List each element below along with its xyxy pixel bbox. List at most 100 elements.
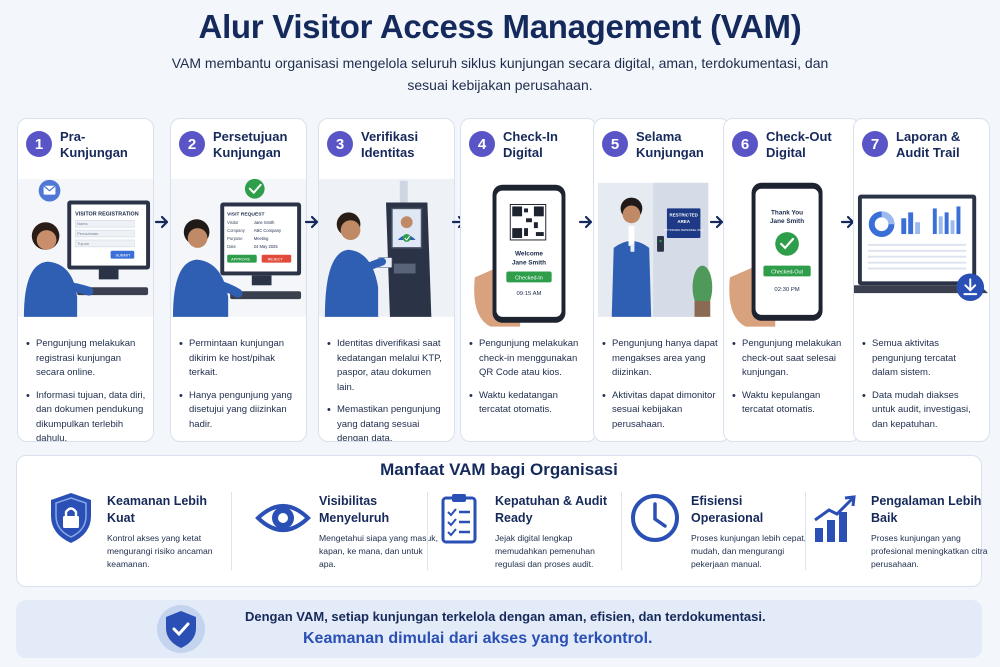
bullet-item: Memastikan pengunjung yang datang sesuai… (325, 403, 448, 441)
shield-lock-icon (51, 493, 91, 543)
clipboard-checklist-icon (441, 494, 477, 544)
step-bullets: Pengunjung melakukan check-in menggunaka… (467, 337, 590, 426)
svg-text:Checked-Out: Checked-Out (771, 269, 803, 275)
svg-text:Jane Smith: Jane Smith (512, 260, 546, 267)
benefits-panel: Manfaat VAM bagi Organisasi Keamanan Leb… (16, 455, 988, 587)
bullet-item: Pengunjung melakukan check-in menggunaka… (467, 337, 590, 381)
arrow-right-icon (304, 215, 319, 229)
step-header: 1 Pra-Kunjungan (26, 129, 149, 169)
bullet-item: Pengunjung melakukan registrasi kunjunga… (24, 337, 147, 381)
step-title: Laporan & Audit Trail (896, 129, 961, 160)
benefit-desc: Kontrol akses yang ketat mengurangi risi… (107, 533, 213, 569)
step-card-check-in-digital: 4 Check-In Digital Welcome Jane Smith Ch… (460, 118, 597, 442)
svg-text:Visitor: Visitor (227, 220, 239, 225)
growth-chart-icon (814, 495, 856, 542)
svg-text:Purpose: Purpose (227, 236, 243, 241)
bullet-item: Aktivitas dapat dimonitor sesuai kebijak… (600, 389, 723, 433)
divider (805, 492, 806, 570)
identity-kiosk-illustration (319, 177, 454, 432)
step-card-selama-kunjungan: 5 Selama Kunjungan RESTRICTED AREA AUTHO… (593, 118, 730, 442)
svg-text:Perusahaan: Perusahaan (77, 231, 98, 236)
svg-text:24 May 2025: 24 May 2025 (254, 244, 279, 249)
svg-text:Jane Smith: Jane Smith (254, 220, 275, 225)
svg-text:ABC Company: ABC Company (254, 228, 282, 233)
svg-text:AUTHORIZED PERSONNEL ONLY: AUTHORIZED PERSONNEL ONLY (663, 228, 704, 232)
step-bullets: Semua aktivitas pengunjung tercatat dala… (860, 337, 983, 440)
step-number: 6 (732, 131, 758, 157)
benefit-title: Pengalaman Lebih Baik (871, 494, 982, 525)
step-card-pra-kunjungan: 1 Pra-Kunjungan VISITOR REGISTRATION Nam… (17, 118, 154, 442)
svg-text:VISIT REQUEST: VISIT REQUEST (227, 211, 264, 217)
bullet-item: Hanya pengunjung yang disetujui yang dii… (177, 389, 300, 433)
bullet-item: Data mudah diakses untuk audit, investig… (860, 389, 983, 433)
bullet-item: Informasi tujuan, data diri, dan dokumen… (24, 389, 147, 442)
svg-text:Jane Smith: Jane Smith (770, 218, 804, 225)
benefit-title: Visibilitas Menyeluruh (319, 494, 390, 525)
step-header: 3 Verifikasi Identitas (327, 129, 450, 169)
step-header: 2 Persetujuan Kunjungan (179, 129, 302, 169)
bullet-item: Pengunjung melakukan check-out saat sele… (730, 337, 853, 381)
step-bullets: Pengunjung melakukan registrasi kunjunga… (24, 337, 147, 442)
arrow-right-icon (709, 215, 724, 229)
check-out-phone-illustration: Thank You Jane Smith Checked-Out 02:30 P… (724, 177, 859, 432)
step-number: 2 (179, 131, 205, 157)
svg-text:02:30 PM: 02:30 PM (774, 287, 799, 293)
eye-icon (255, 504, 311, 532)
report-dashboard-illustration (854, 177, 989, 432)
svg-text:Date: Date (227, 244, 236, 249)
step-number: 3 (327, 131, 353, 157)
bullet-item: Identitas diverifikasi saat kedatangan m… (325, 337, 448, 395)
bullet-item: Waktu kepulangan tercatat otomatis. (730, 389, 853, 418)
step-card-laporan-audit-trail: 7 Laporan & Audit Trail Semua (853, 118, 990, 442)
benefit-title: Keamanan Lebih Kuat (107, 494, 208, 525)
card-reader-icon (657, 236, 664, 252)
screen-heading: VISITOR REGISTRATION (75, 211, 139, 217)
restricted-sign (666, 208, 701, 238)
svg-text:Meeting: Meeting (254, 236, 269, 241)
footer-tagline: Keamanan dimulai dari akses yang terkont… (303, 630, 653, 647)
benefit-desc: Mengetahui siapa yang masuk, kapan, ke m… (319, 533, 438, 569)
step-card-verifikasi-identitas: 3 Verifikasi Identitas Identitas diverif… (318, 118, 455, 442)
clock-icon (631, 494, 679, 542)
benefit-kepatuhan: Kepatuhan & Audit Ready Jejak digital le… (425, 490, 615, 580)
step-bullets: Identitas diverifikasi saat kedatangan m… (325, 337, 448, 441)
svg-text:Nama: Nama (77, 221, 88, 226)
svg-text:APPROVE: APPROVE (231, 257, 250, 262)
step-header: 5 Selama Kunjungan (602, 129, 725, 169)
step-header: 4 Check-In Digital (469, 129, 592, 169)
qr-code-icon (509, 203, 547, 241)
svg-text:Checked-In: Checked-In (515, 275, 543, 281)
step-number: 7 (862, 131, 888, 157)
step-bullets: Permintaan kunjungan dikirim ke host/pih… (177, 337, 300, 440)
approval-illustration: VISIT REQUEST Visitor Jane Smith Company… (171, 177, 306, 432)
divider (427, 492, 428, 570)
page-subtitle: VAM membantu organisasi mengelola seluru… (171, 55, 829, 93)
step-number: 1 (26, 131, 52, 157)
benefit-visibilitas: Visibilitas Menyeluruh Mengetahui siapa … (249, 490, 439, 580)
benefit-desc: Proses kunjungan yang profesional mening… (871, 533, 988, 569)
arrow-right-icon (154, 215, 169, 229)
step-header: 7 Laporan & Audit Trail (862, 129, 985, 169)
divider (231, 492, 232, 570)
page-title: Alur Visitor Access Management (VAM) (198, 8, 802, 45)
divider (621, 492, 622, 570)
step-bullets: Pengunjung melakukan check-out saat sele… (730, 337, 853, 426)
step-header: 6 Check-Out Digital (732, 129, 855, 169)
bullet-item: Permintaan kunjungan dikirim ke host/pih… (177, 337, 300, 381)
bullet-item: Semua aktivitas pengunjung tercatat dala… (860, 337, 983, 381)
shield-check-icon (157, 605, 205, 653)
svg-text:SUBMIT: SUBMIT (116, 253, 131, 258)
benefit-efisiensi: Efisiensi Operasional Proses kunjungan l… (621, 490, 811, 580)
step-number: 5 (602, 131, 628, 157)
step-title: Check-Out Digital (766, 129, 832, 160)
svg-text:RESTRICTED: RESTRICTED (670, 212, 698, 217)
step-title: Pra-Kunjungan (60, 129, 128, 160)
check-circle-icon (244, 178, 265, 199)
benefit-pengalaman: Pengalaman Lebih Baik Proses kunjungan y… (801, 490, 991, 580)
svg-text:09:15 AM: 09:15 AM (517, 291, 542, 297)
svg-text:Tujuan: Tujuan (77, 241, 89, 246)
svg-text:AREA: AREA (677, 219, 690, 224)
svg-text:REJECT: REJECT (268, 257, 284, 262)
svg-text:Thank You: Thank You (771, 209, 803, 216)
benefit-title: Efisiensi Operasional (691, 494, 764, 525)
